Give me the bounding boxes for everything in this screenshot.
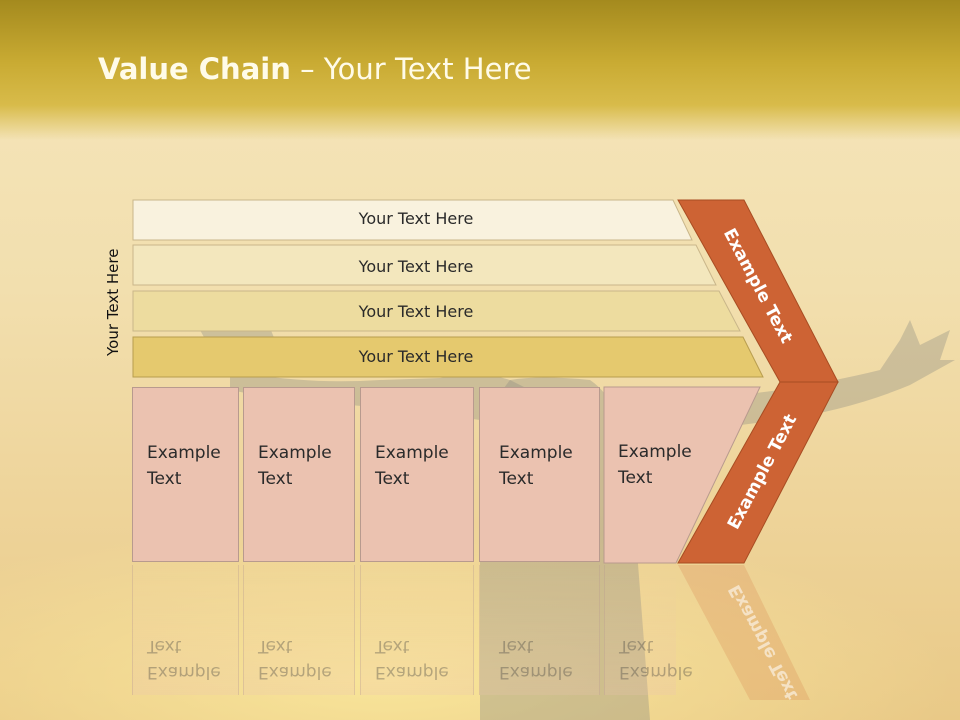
support-row-label: Your Text Here <box>358 209 474 228</box>
title-bold: Value Chain <box>98 52 291 86</box>
support-row <box>132 290 741 332</box>
title-rest: – Your Text Here <box>290 52 532 86</box>
support-row <box>132 244 717 286</box>
support-row <box>132 336 764 378</box>
chevron-reflection <box>678 565 810 700</box>
support-row <box>132 199 693 241</box>
title-banner <box>0 0 960 140</box>
page-title: Value Chain – Your Text Here <box>98 52 532 86</box>
chevron-lower-arm <box>677 381 839 564</box>
support-row-label: Your Text Here <box>358 347 474 366</box>
primary-box-last-shape <box>603 386 761 564</box>
support-row-label: Your Text Here <box>358 302 474 321</box>
support-row-label: Your Text Here <box>358 257 474 276</box>
